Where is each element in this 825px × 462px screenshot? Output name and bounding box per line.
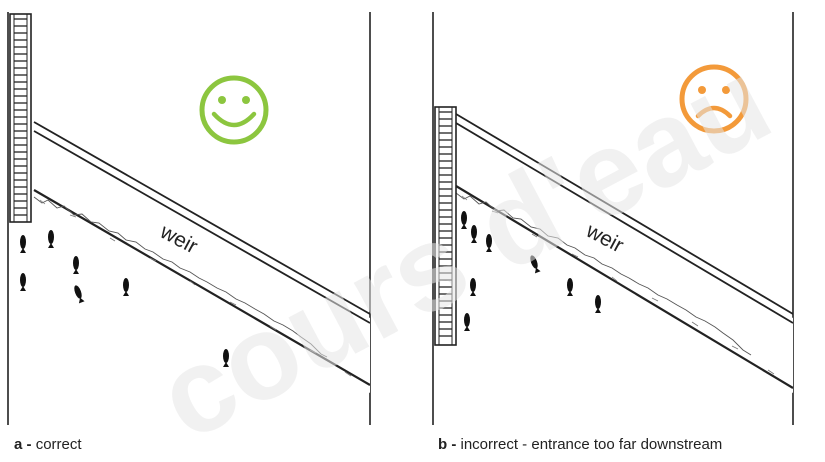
frown-face-icon xyxy=(679,64,749,134)
weir: weir xyxy=(33,121,371,393)
rubble-texture xyxy=(455,192,752,356)
fish xyxy=(461,211,467,229)
fish xyxy=(595,295,601,313)
fish xyxy=(223,349,229,367)
fish xyxy=(73,256,79,274)
fish xyxy=(48,230,54,248)
rubble-texture xyxy=(33,196,328,358)
weir: weir xyxy=(455,113,794,393)
caption-a-letter: a - xyxy=(14,436,32,453)
fish xyxy=(464,313,470,331)
caption-b-text: incorrect - entrance too far downstream xyxy=(460,436,723,453)
fish xyxy=(20,235,26,253)
fish-ladder xyxy=(9,13,32,223)
caption-a-text: correct xyxy=(35,436,82,453)
fish xyxy=(74,285,85,304)
panel-a: weir xyxy=(7,12,371,425)
fish xyxy=(486,234,492,252)
caption-b-letter: b - xyxy=(438,436,457,453)
fish-group xyxy=(20,230,229,367)
smiley-face-icon xyxy=(199,75,269,145)
fish xyxy=(471,225,477,243)
panel-b: weir xyxy=(432,12,794,425)
fish-ladder xyxy=(434,106,457,346)
fish xyxy=(567,278,573,296)
fish xyxy=(20,273,26,291)
fish-group xyxy=(461,211,601,331)
caption-b: b - incorrect - entrance too far downstr… xyxy=(438,436,722,453)
caption-a: a - correct xyxy=(14,436,82,453)
fish xyxy=(123,278,129,296)
fish xyxy=(530,255,541,274)
fish xyxy=(470,278,476,296)
